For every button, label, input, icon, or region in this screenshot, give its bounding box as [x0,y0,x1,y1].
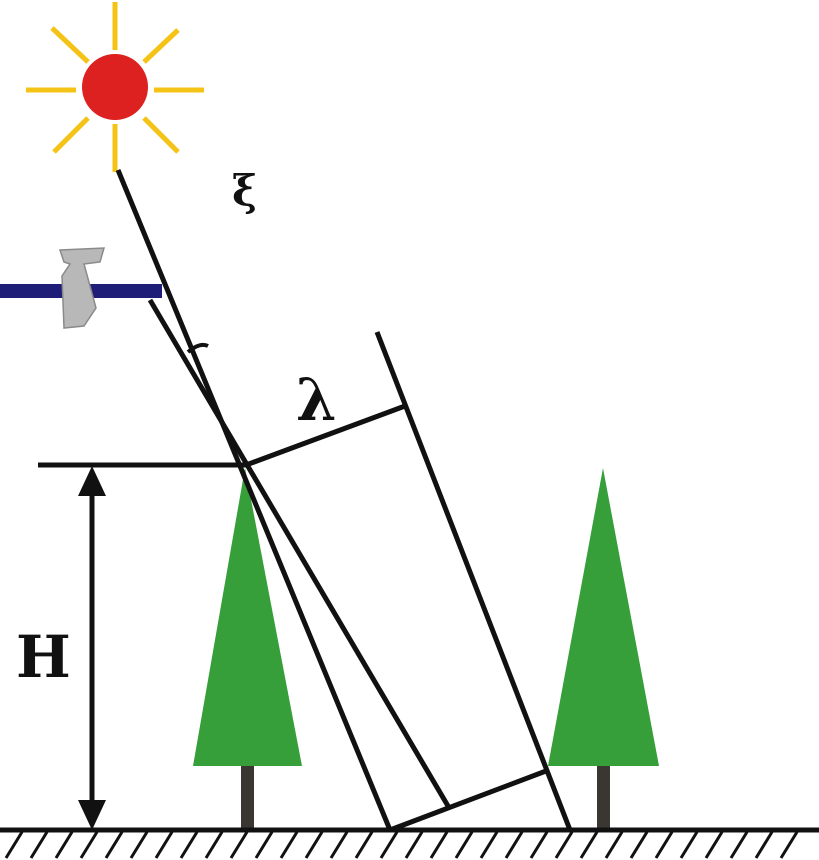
tree-crown-left [193,468,302,766]
lambda-far-line [374,331,573,831]
ground-hatch-mark [154,831,174,859]
sun-icon [26,2,204,172]
ground-hatch-mark [129,831,149,859]
label-xi: ξ [232,166,257,215]
ground-hatch-mark [204,831,224,859]
ground [0,827,819,859]
ground-hatch-mark [379,831,399,859]
label-lambda: λ [296,366,337,434]
ground-hatch-mark [729,831,749,859]
ground-hatch-mark [454,831,474,859]
tree-trunk-left [241,766,254,830]
tree-trunk-right [597,766,610,830]
ground-hatch-mark [104,831,124,859]
ground-hatch-mark [629,831,649,859]
ground-hatch-mark [4,831,24,859]
ground-hatch-mark [29,831,49,859]
angle-arc [186,342,209,354]
ground-hatch-mark [554,831,574,859]
ground-hatch-mark [779,831,799,859]
ground-hatch-mark [754,831,774,859]
height-arrowhead-top [78,466,106,496]
ground-hatch-mark [329,831,349,859]
ground-hatch-mark [304,831,324,859]
height-arrow [78,466,106,830]
conifer-tree-icon [548,468,659,830]
ground-hatch-mark [254,831,274,859]
view-ray-line [147,298,451,808]
tree-crown-right [548,468,659,766]
label-height: H [16,623,71,691]
height-arrowhead-bottom [78,800,106,830]
ground-hatch-mark [179,831,199,859]
ground-hatch-mark [54,831,74,859]
satellite-sensor-icon [58,247,106,329]
ground-hatching [4,831,799,859]
ground-hatch-mark [654,831,674,859]
ground-hatch-mark [504,831,524,859]
ground-hatch-mark [79,831,99,859]
sun-rays [26,2,204,172]
ground-hatch-mark [679,831,699,859]
ground-hatch-mark [404,831,424,859]
sun-disc [82,54,148,120]
lambda-lower-line [389,768,547,833]
geometry-lines [38,169,573,833]
sun-ray-line [115,169,393,831]
ground-hatch-mark [429,831,449,859]
ground-hatch-mark [229,831,249,859]
ground-hatch-mark [279,831,299,859]
ground-hatch-mark [579,831,599,859]
conifer-tree-icon [193,468,302,830]
ground-hatch-mark [704,831,724,859]
ground-hatch-mark [354,831,374,859]
ground-hatch-mark [604,831,624,859]
lambda-upper-line [245,403,406,468]
ground-hatch-mark [529,831,549,859]
ground-hatch-mark [479,831,499,859]
